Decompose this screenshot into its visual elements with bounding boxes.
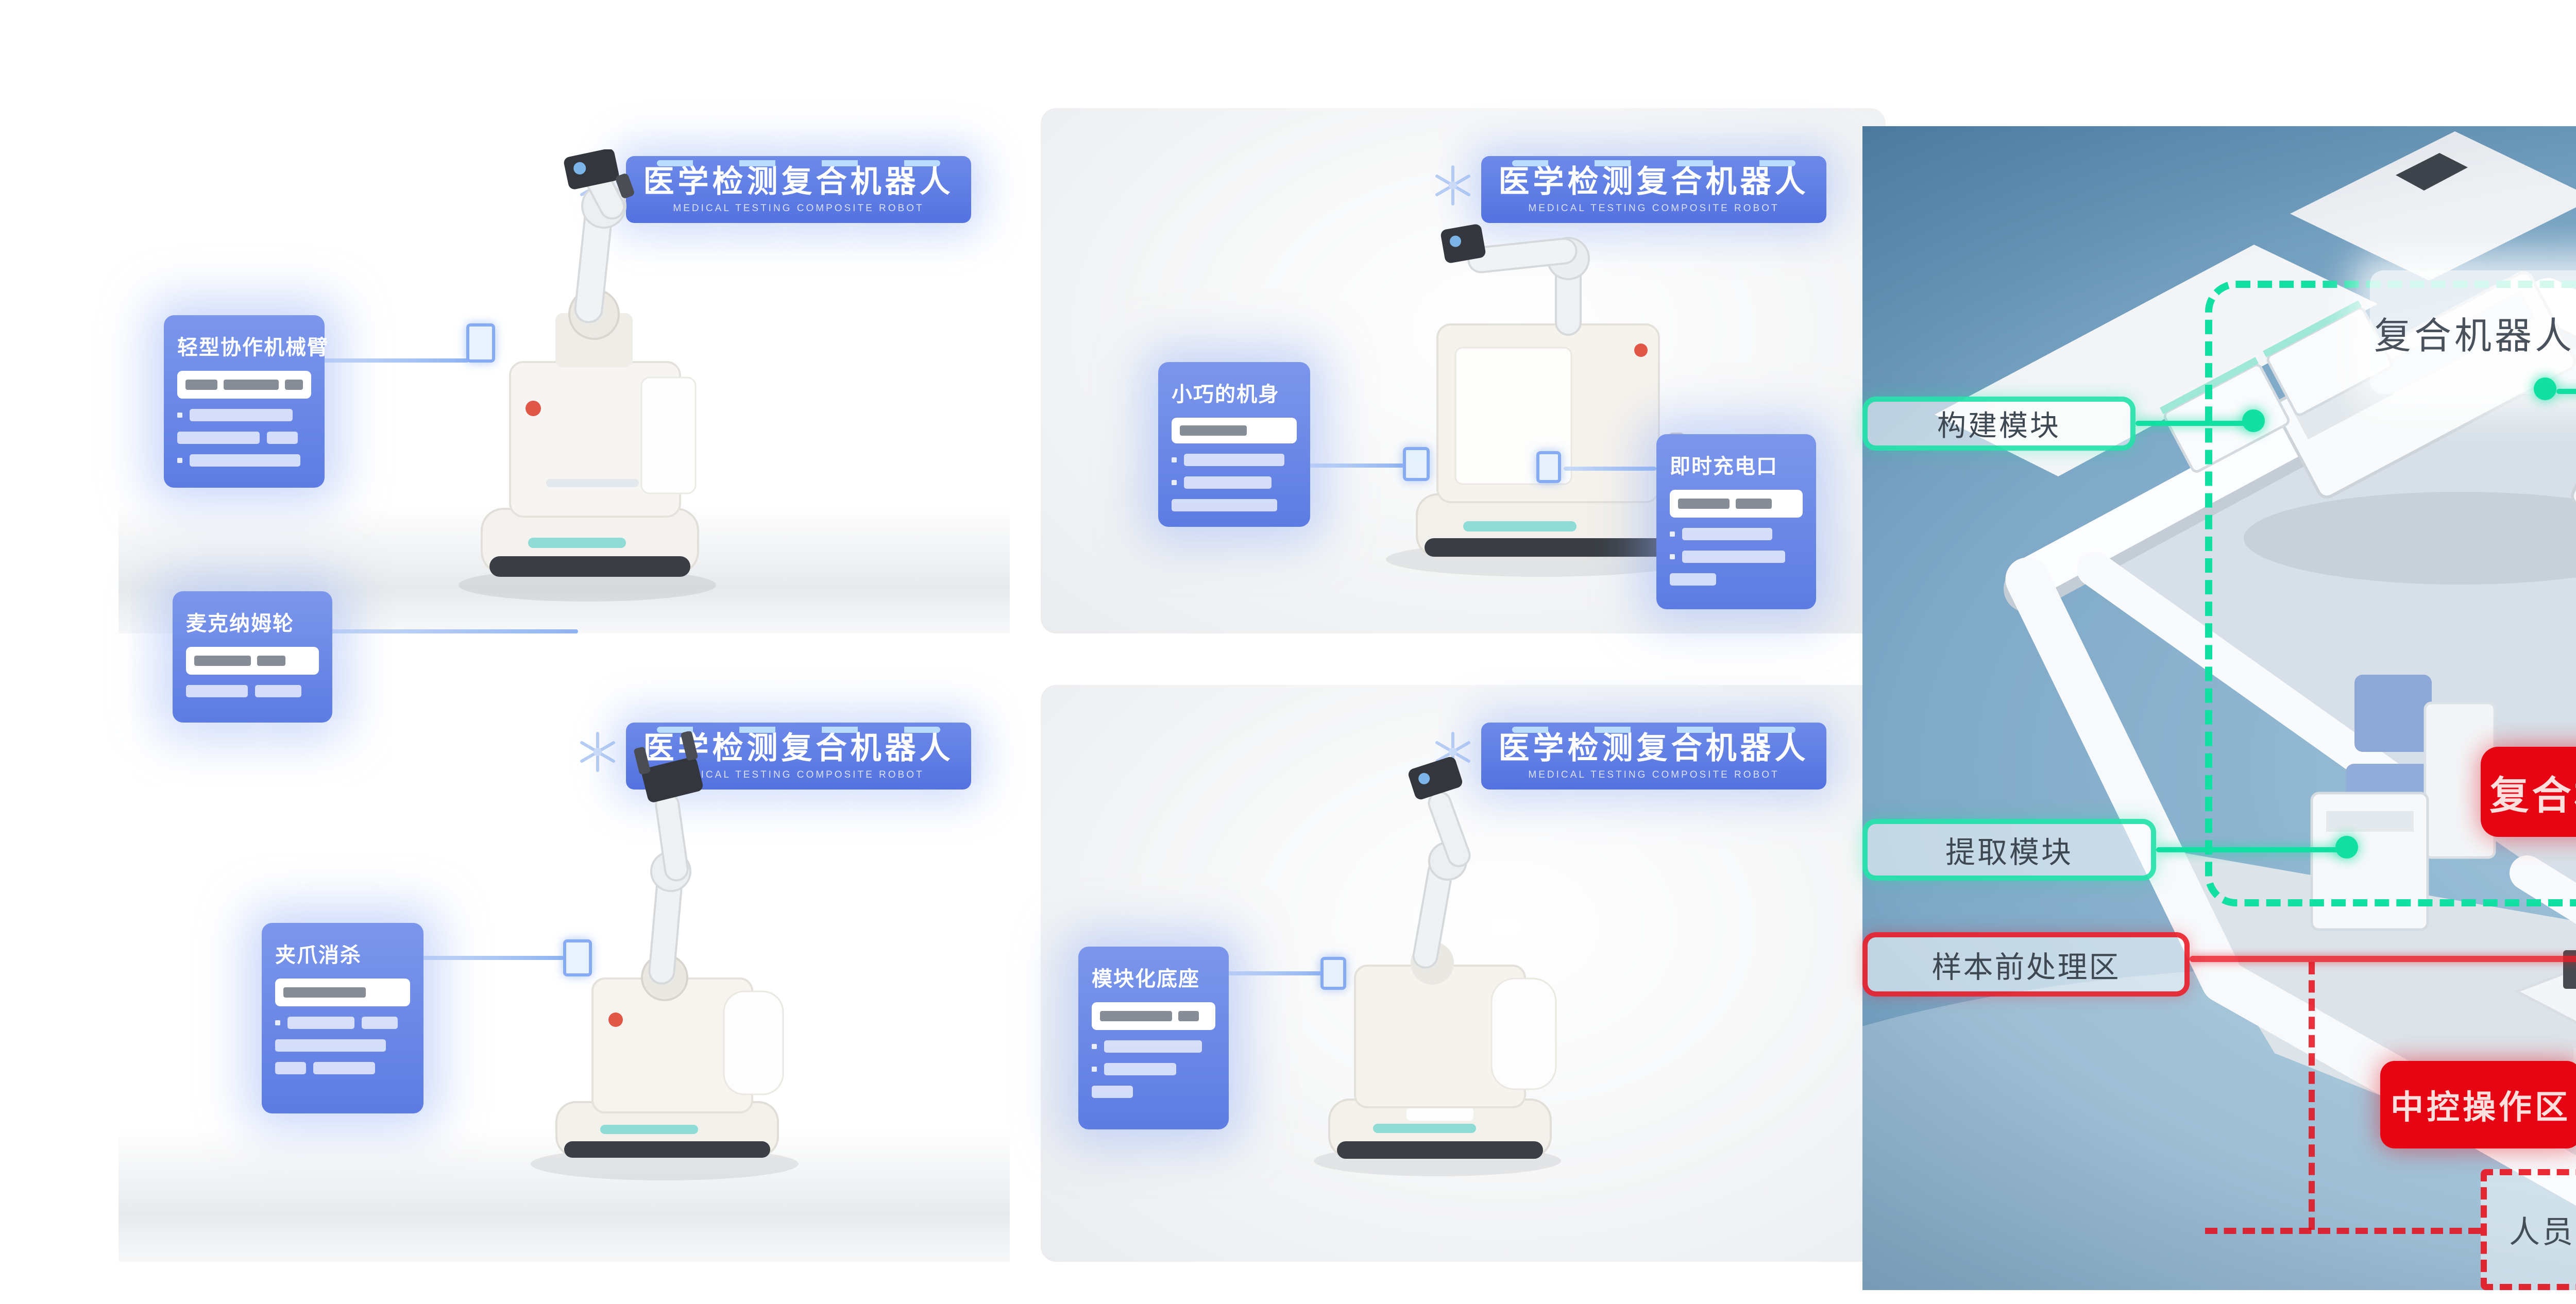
snowflake-icon xyxy=(1431,164,1475,207)
callout-leader-line xyxy=(420,956,564,960)
feature-line xyxy=(1172,499,1297,511)
product-title: 医学检测复合机器人 xyxy=(1498,164,1809,199)
zone-label-personnel: 人员作业区 xyxy=(2481,1169,2576,1290)
spec-pill xyxy=(177,371,311,399)
feature-line xyxy=(1172,454,1297,466)
zone-label-text: 人员作业区 xyxy=(2509,1215,2576,1249)
zone-label-work-area: 复合机器人工作区 xyxy=(2370,270,2576,394)
module-label-build: 构建模块 xyxy=(1862,397,2136,451)
blurred-text-bar xyxy=(284,380,303,390)
blurred-text-bar xyxy=(224,380,279,390)
badge-central-control: 中控操作区 xyxy=(2380,1061,2576,1148)
product-title: 医学检测复合机器人 xyxy=(1498,731,1809,765)
red-dashed-vertical xyxy=(2309,962,2315,1230)
product-subtitle: MEDICAL TESTING COMPOSITE ROBOT xyxy=(673,769,924,780)
feature-line xyxy=(186,685,319,697)
callout-leader-line xyxy=(1309,464,1404,468)
module-leader-line xyxy=(2136,421,2254,426)
feature-line xyxy=(177,409,311,421)
callout-modular-base: 模块化底座 xyxy=(1078,947,1229,1129)
feature-marker xyxy=(1320,957,1346,990)
callout-leader-line xyxy=(331,629,578,633)
callout-title: 模块化底座 xyxy=(1092,968,1200,990)
product-subtitle: MEDICAL TESTING COMPOSITE ROBOT xyxy=(1528,203,1780,214)
product-title: 医学检测复合机器人 xyxy=(643,164,954,199)
spec-pill xyxy=(1172,418,1297,443)
feature-line xyxy=(275,1062,410,1074)
feature-line xyxy=(1092,1086,1215,1098)
zone-label-text: 复合机器人工作区 xyxy=(2374,315,2576,357)
robot-photo-compact-robot xyxy=(1340,196,1731,577)
callout-title: 小巧的机身 xyxy=(1172,383,1280,406)
feature-line xyxy=(1172,476,1297,489)
callout-title: 麦克纳姆轮 xyxy=(186,612,294,635)
callout-gripper-disinfection: 夹爪消杀 xyxy=(262,923,423,1113)
robot-photo-arm-robot xyxy=(422,148,757,603)
feature-marker xyxy=(466,323,495,363)
robot-photo-disinfect-robot xyxy=(489,731,850,1185)
callout-title: 轻型协作机械臂 xyxy=(177,336,329,359)
feature-marker xyxy=(1536,451,1561,483)
product-subtitle: MEDICAL TESTING COMPOSITE ROBOT xyxy=(673,203,924,214)
quadrant-title-q1: 医学检测复合机器人 MEDICAL TESTING COMPOSITE ROBO… xyxy=(626,156,971,223)
module-label-extraction: 提取模块 xyxy=(1862,819,2156,881)
feature-line xyxy=(275,1017,410,1029)
module-leader-dot xyxy=(2534,378,2556,400)
feature-line xyxy=(275,1039,410,1052)
callout-leader-line xyxy=(1226,971,1321,975)
callout-title: 即时充电口 xyxy=(1670,455,1778,478)
badge-text: 复合机器人 xyxy=(2489,774,2576,818)
spec-pill xyxy=(1670,490,1803,518)
feature-marker xyxy=(563,939,592,976)
robot-photo-modular-robot xyxy=(1278,747,1597,1179)
feature-line xyxy=(1670,528,1803,540)
callout-title: 夹爪消杀 xyxy=(275,944,362,967)
module-leader-dot xyxy=(2242,409,2265,432)
zone-label-text: 样本前处理区 xyxy=(1931,950,2121,984)
spec-pill xyxy=(1092,1002,1215,1030)
feature-marker xyxy=(1403,447,1430,481)
spec-pill xyxy=(275,979,410,1006)
feature-line xyxy=(177,454,311,467)
red-leader-line xyxy=(2190,956,2576,962)
feature-line xyxy=(1670,573,1803,586)
callout-light-arm: 轻型协作机械臂 xyxy=(164,315,329,488)
callout-compact-body: 小巧的机身 xyxy=(1158,362,1310,527)
module-leader-line xyxy=(2556,389,2576,394)
module-label-text: 构建模块 xyxy=(1937,409,2061,442)
callout-charging-port: 即时充电口 xyxy=(1656,434,1816,609)
feature-line xyxy=(177,432,311,444)
callout-leader-line xyxy=(1564,467,1656,471)
quadrant-title-q2: 医学检测复合机器人 MEDICAL TESTING COMPOSITE ROBO… xyxy=(1481,156,1826,223)
badge-composite-robot: 复合机器人 xyxy=(2481,747,2576,837)
module-leader-line xyxy=(2156,847,2347,852)
callout-mecanum-wheel: 麦克纳姆轮 xyxy=(173,591,332,723)
quadrant-title-q4: 医学检测复合机器人 MEDICAL TESTING COMPOSITE ROBO… xyxy=(1481,723,1826,790)
callout-leader-line xyxy=(322,358,469,363)
product-subtitle: MEDICAL TESTING COMPOSITE ROBOT xyxy=(1528,769,1780,780)
spec-pill xyxy=(186,647,319,675)
blurred-text-bar xyxy=(185,380,218,390)
feature-line xyxy=(1092,1063,1215,1075)
badge-text: 中控操作区 xyxy=(2391,1089,2571,1126)
feature-line xyxy=(1092,1040,1215,1053)
snowflake-icon xyxy=(576,730,619,774)
red-dashed-horizontal xyxy=(2205,1228,2481,1234)
feature-line xyxy=(1670,551,1803,563)
zone-label-sample-preprocessing: 样本前处理区 xyxy=(1862,932,2190,997)
module-label-text: 提取模块 xyxy=(1945,836,2073,869)
module-leader-dot xyxy=(2335,836,2358,859)
